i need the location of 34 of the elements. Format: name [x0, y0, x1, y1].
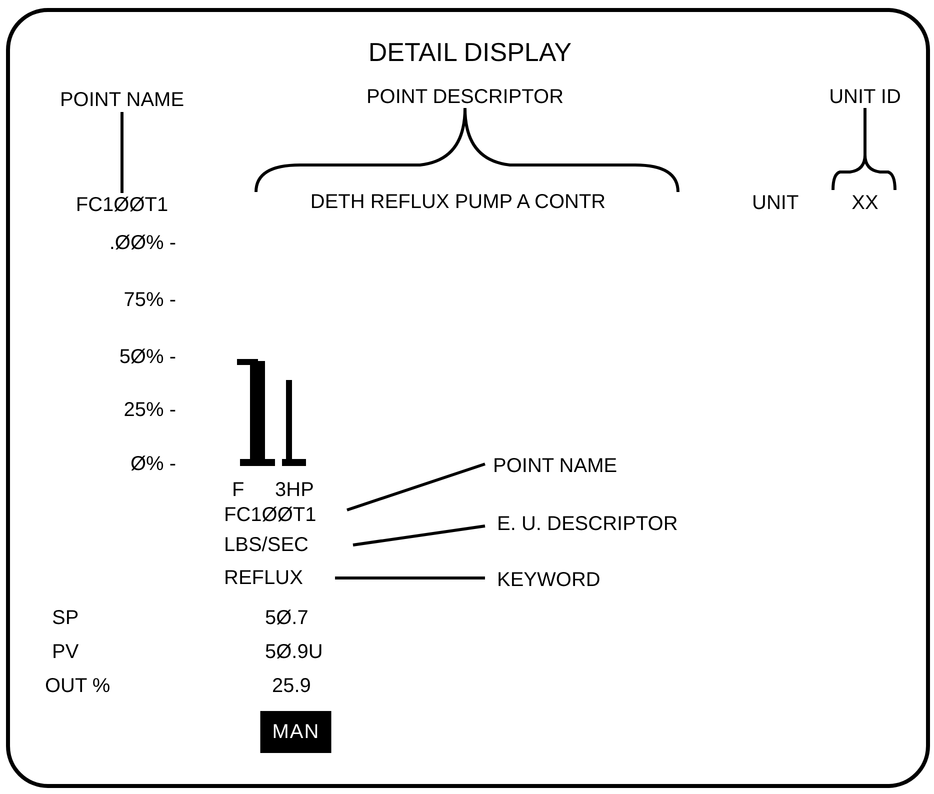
bar-label: 3HP — [275, 478, 314, 502]
point-name-field: FC1ØØT1 — [76, 193, 168, 217]
scale-label: 25% - — [124, 398, 176, 422]
descriptor-field: DETH REFLUX PUMP A CONTR — [310, 190, 606, 214]
parameter-label: OUT % — [45, 674, 110, 698]
point-name-field: FC1ØØT1 — [224, 503, 316, 527]
parameter-label: PV — [52, 640, 79, 664]
parameter-value: 5Ø.7 — [265, 606, 308, 630]
mode-indicator: MAN — [260, 711, 332, 753]
leader-line — [346, 462, 486, 512]
scale-label: 75% - — [124, 288, 176, 312]
leader-line — [352, 524, 486, 546]
callout-label: POINT NAME — [60, 88, 184, 112]
scale-label: Ø% - — [130, 452, 176, 476]
unit-label: UNIT — [752, 191, 799, 215]
scale-label: 5Ø% - — [119, 345, 176, 369]
callout-label: POINT DESCRIPTOR — [366, 85, 564, 109]
parameter-label: SP — [52, 606, 79, 630]
curly-brace — [254, 106, 680, 194]
callout-label: KEYWORD — [497, 568, 600, 592]
display-title: DETAIL DISPLAY — [368, 37, 572, 67]
leader-line — [120, 112, 124, 193]
parameter-value: 25.9 — [272, 674, 311, 698]
unit-id-field: XX — [852, 191, 878, 215]
callout-label: POINT NAME — [493, 454, 618, 478]
callout-label: E. U. DESCRIPTOR — [497, 512, 678, 536]
scale-label: .ØØ% - — [109, 231, 176, 255]
keyword-field: REFLUX — [224, 566, 303, 590]
bar-label: F — [232, 478, 244, 502]
units-field: LBS/SEC — [224, 533, 308, 557]
curly-brace — [832, 106, 896, 192]
callout-label: UNIT ID — [829, 85, 901, 109]
parameter-value: 5Ø.9U — [265, 640, 323, 664]
leader-line — [335, 576, 485, 580]
